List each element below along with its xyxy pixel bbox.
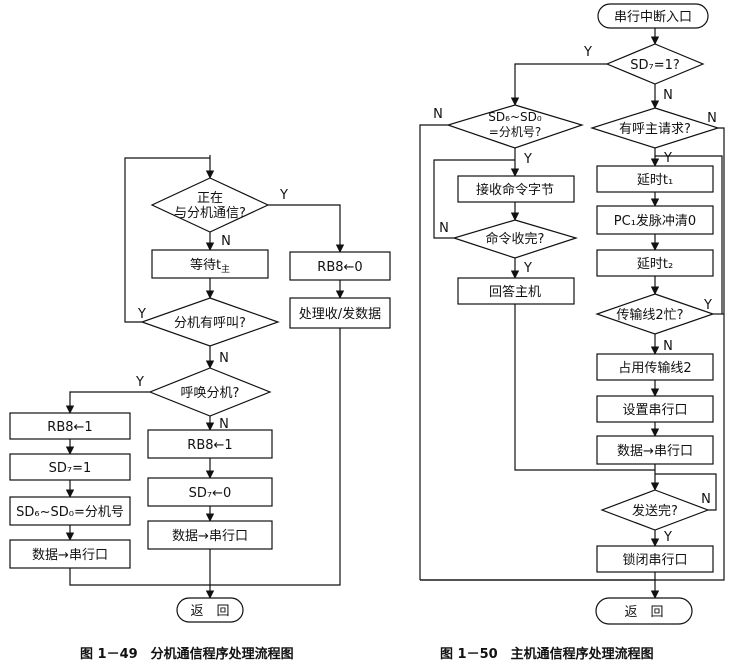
label-n-call: N	[219, 351, 229, 366]
label-n-addr: N	[433, 107, 443, 122]
label-pc1: PC₁发脉冲清0	[614, 213, 696, 229]
label-y-addr: Y	[523, 152, 532, 167]
label-addr-1: SD₆~SD₀	[488, 110, 542, 124]
label-y-call: Y	[137, 307, 146, 322]
label-delay-t1: 延时t₁	[637, 173, 673, 188]
label-communicating-1: 正在	[197, 191, 223, 206]
label-entry: 串行中断入口	[614, 10, 692, 25]
label-y-sd7: Y	[583, 45, 592, 60]
label-reply: 回答主机	[489, 284, 541, 300]
box-sd7-1	[9, 453, 131, 481]
label-recv-cmd: 接收命令字节	[476, 182, 554, 198]
label-y-sent: Y	[663, 530, 672, 545]
label-y-cmd: Y	[523, 261, 532, 276]
box-reply	[457, 277, 575, 305]
box-data-port	[596, 435, 714, 465]
label-cmd: 命令收完?	[486, 231, 545, 247]
label-data-port-a: 数据→串行口	[32, 548, 108, 563]
label-return-right: 返 回	[624, 605, 663, 620]
right-flowchart	[419, 3, 725, 625]
box-recv-cmd	[457, 175, 575, 203]
box-wait	[151, 249, 269, 279]
label-set-port: 设置串行口	[622, 403, 687, 418]
label-n-line2: N	[663, 339, 673, 354]
terminator-return-right	[595, 597, 693, 625]
label-lock-port: 锁闭串行口	[622, 552, 687, 568]
label-n-sent: N	[701, 492, 711, 507]
label-occupy: 占用传输线2	[618, 360, 691, 376]
label-y-summon: Y	[135, 375, 144, 390]
label-master: 有呼主请求?	[619, 122, 691, 137]
box-pc1	[596, 205, 714, 235]
box-process-data	[289, 297, 391, 329]
label-sd7: SD₇=1?	[630, 58, 680, 73]
label-delay-t2: 延时t₂	[637, 257, 673, 272]
label-communicating-2: 与分机通信?	[174, 206, 246, 221]
left-flowchart	[9, 155, 391, 623]
label-summon: 呼唤分机?	[181, 386, 240, 401]
box-rb8-1-a	[9, 412, 131, 440]
label-rb8-0: RB8←0	[317, 260, 362, 275]
label-call: 分机有呼叫?	[174, 316, 246, 331]
label-y-line2: Y	[703, 298, 712, 313]
label-sd7-1: SD₇=1	[49, 461, 92, 476]
label-sd-addr: SD₆~SD₀=分机号	[16, 505, 124, 520]
label-n-sd7: N	[663, 88, 673, 103]
label-data-port-b: 数据→串行口	[172, 529, 248, 544]
label-wait: 等待t主	[190, 257, 230, 275]
label-addr-2: =分机号?	[489, 125, 541, 139]
caption-right: 图 1－50 主机通信程序处理流程图	[440, 646, 654, 662]
box-lock-port	[596, 545, 714, 573]
label-n-summon: N	[219, 417, 229, 432]
caption-left: 图 1－49 分机通信程序处理流程图	[80, 646, 294, 662]
label-y-communicating: Y	[279, 188, 288, 203]
label-n-master: N	[707, 111, 717, 126]
label-rb8-1-a: RB8←1	[47, 420, 92, 435]
terminator-return-left	[176, 597, 244, 623]
label-n-communicating: N	[221, 234, 231, 249]
label-return-left: 返 回	[190, 604, 229, 619]
box-occupy	[596, 353, 714, 381]
box-sd7-0	[147, 477, 273, 507]
label-n-cmd: N	[439, 221, 449, 236]
label-data-port: 数据→串行口	[617, 444, 693, 459]
box-delay-t2	[596, 249, 714, 277]
terminator-entry	[597, 3, 709, 29]
box-rb8-0	[289, 251, 391, 281]
label-rb8-1-b: RB8←1	[187, 438, 232, 453]
label-sd7-0: SD₇←0	[189, 486, 232, 501]
label-sent: 发送完?	[632, 503, 678, 519]
label-line2: 传输线2忙?	[616, 307, 683, 323]
box-set-port	[596, 395, 714, 423]
label-process-data: 处理收/发数据	[299, 306, 381, 322]
label-y-master: Y	[663, 151, 672, 166]
